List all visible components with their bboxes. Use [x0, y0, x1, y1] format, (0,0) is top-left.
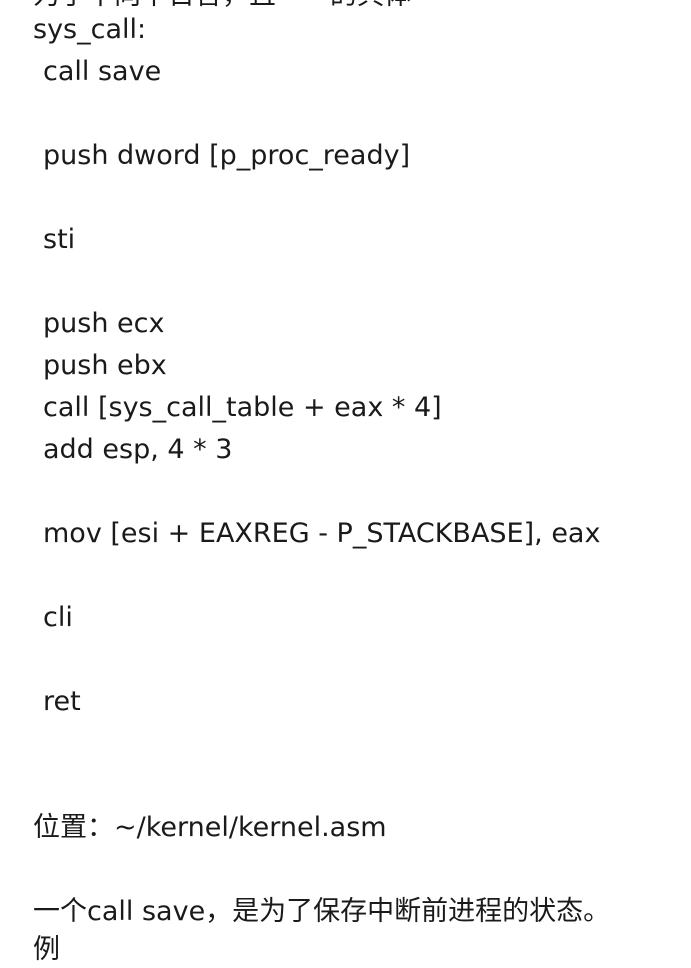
code-line: push dword [p_proc_ready] [43, 140, 411, 171]
cut-off-top-text: 为了不向下日言，且一一的具体 [33, 0, 411, 14]
code-line: ret [43, 686, 81, 717]
file-location: 位置：~/kernel/kernel.asm [33, 812, 387, 843]
code-line: cli [43, 602, 73, 633]
code-label: sys_call: [33, 14, 147, 45]
code-line: call save [43, 56, 162, 87]
code-line: push ebx [43, 350, 167, 381]
code-line: sti [43, 224, 76, 255]
explanation-text: 一个call save，是为了保存中断前进程的状态。 [33, 896, 611, 927]
cut-off-bottom-text: 例 [33, 934, 60, 965]
code-line: push ecx [43, 308, 165, 339]
code-line: add esp, 4 * 3 [43, 434, 233, 465]
code-line: mov [esi + EAXREG - P_STACKBASE], eax [43, 518, 601, 549]
code-line: call [sys_call_table + eax * 4] [43, 392, 442, 423]
